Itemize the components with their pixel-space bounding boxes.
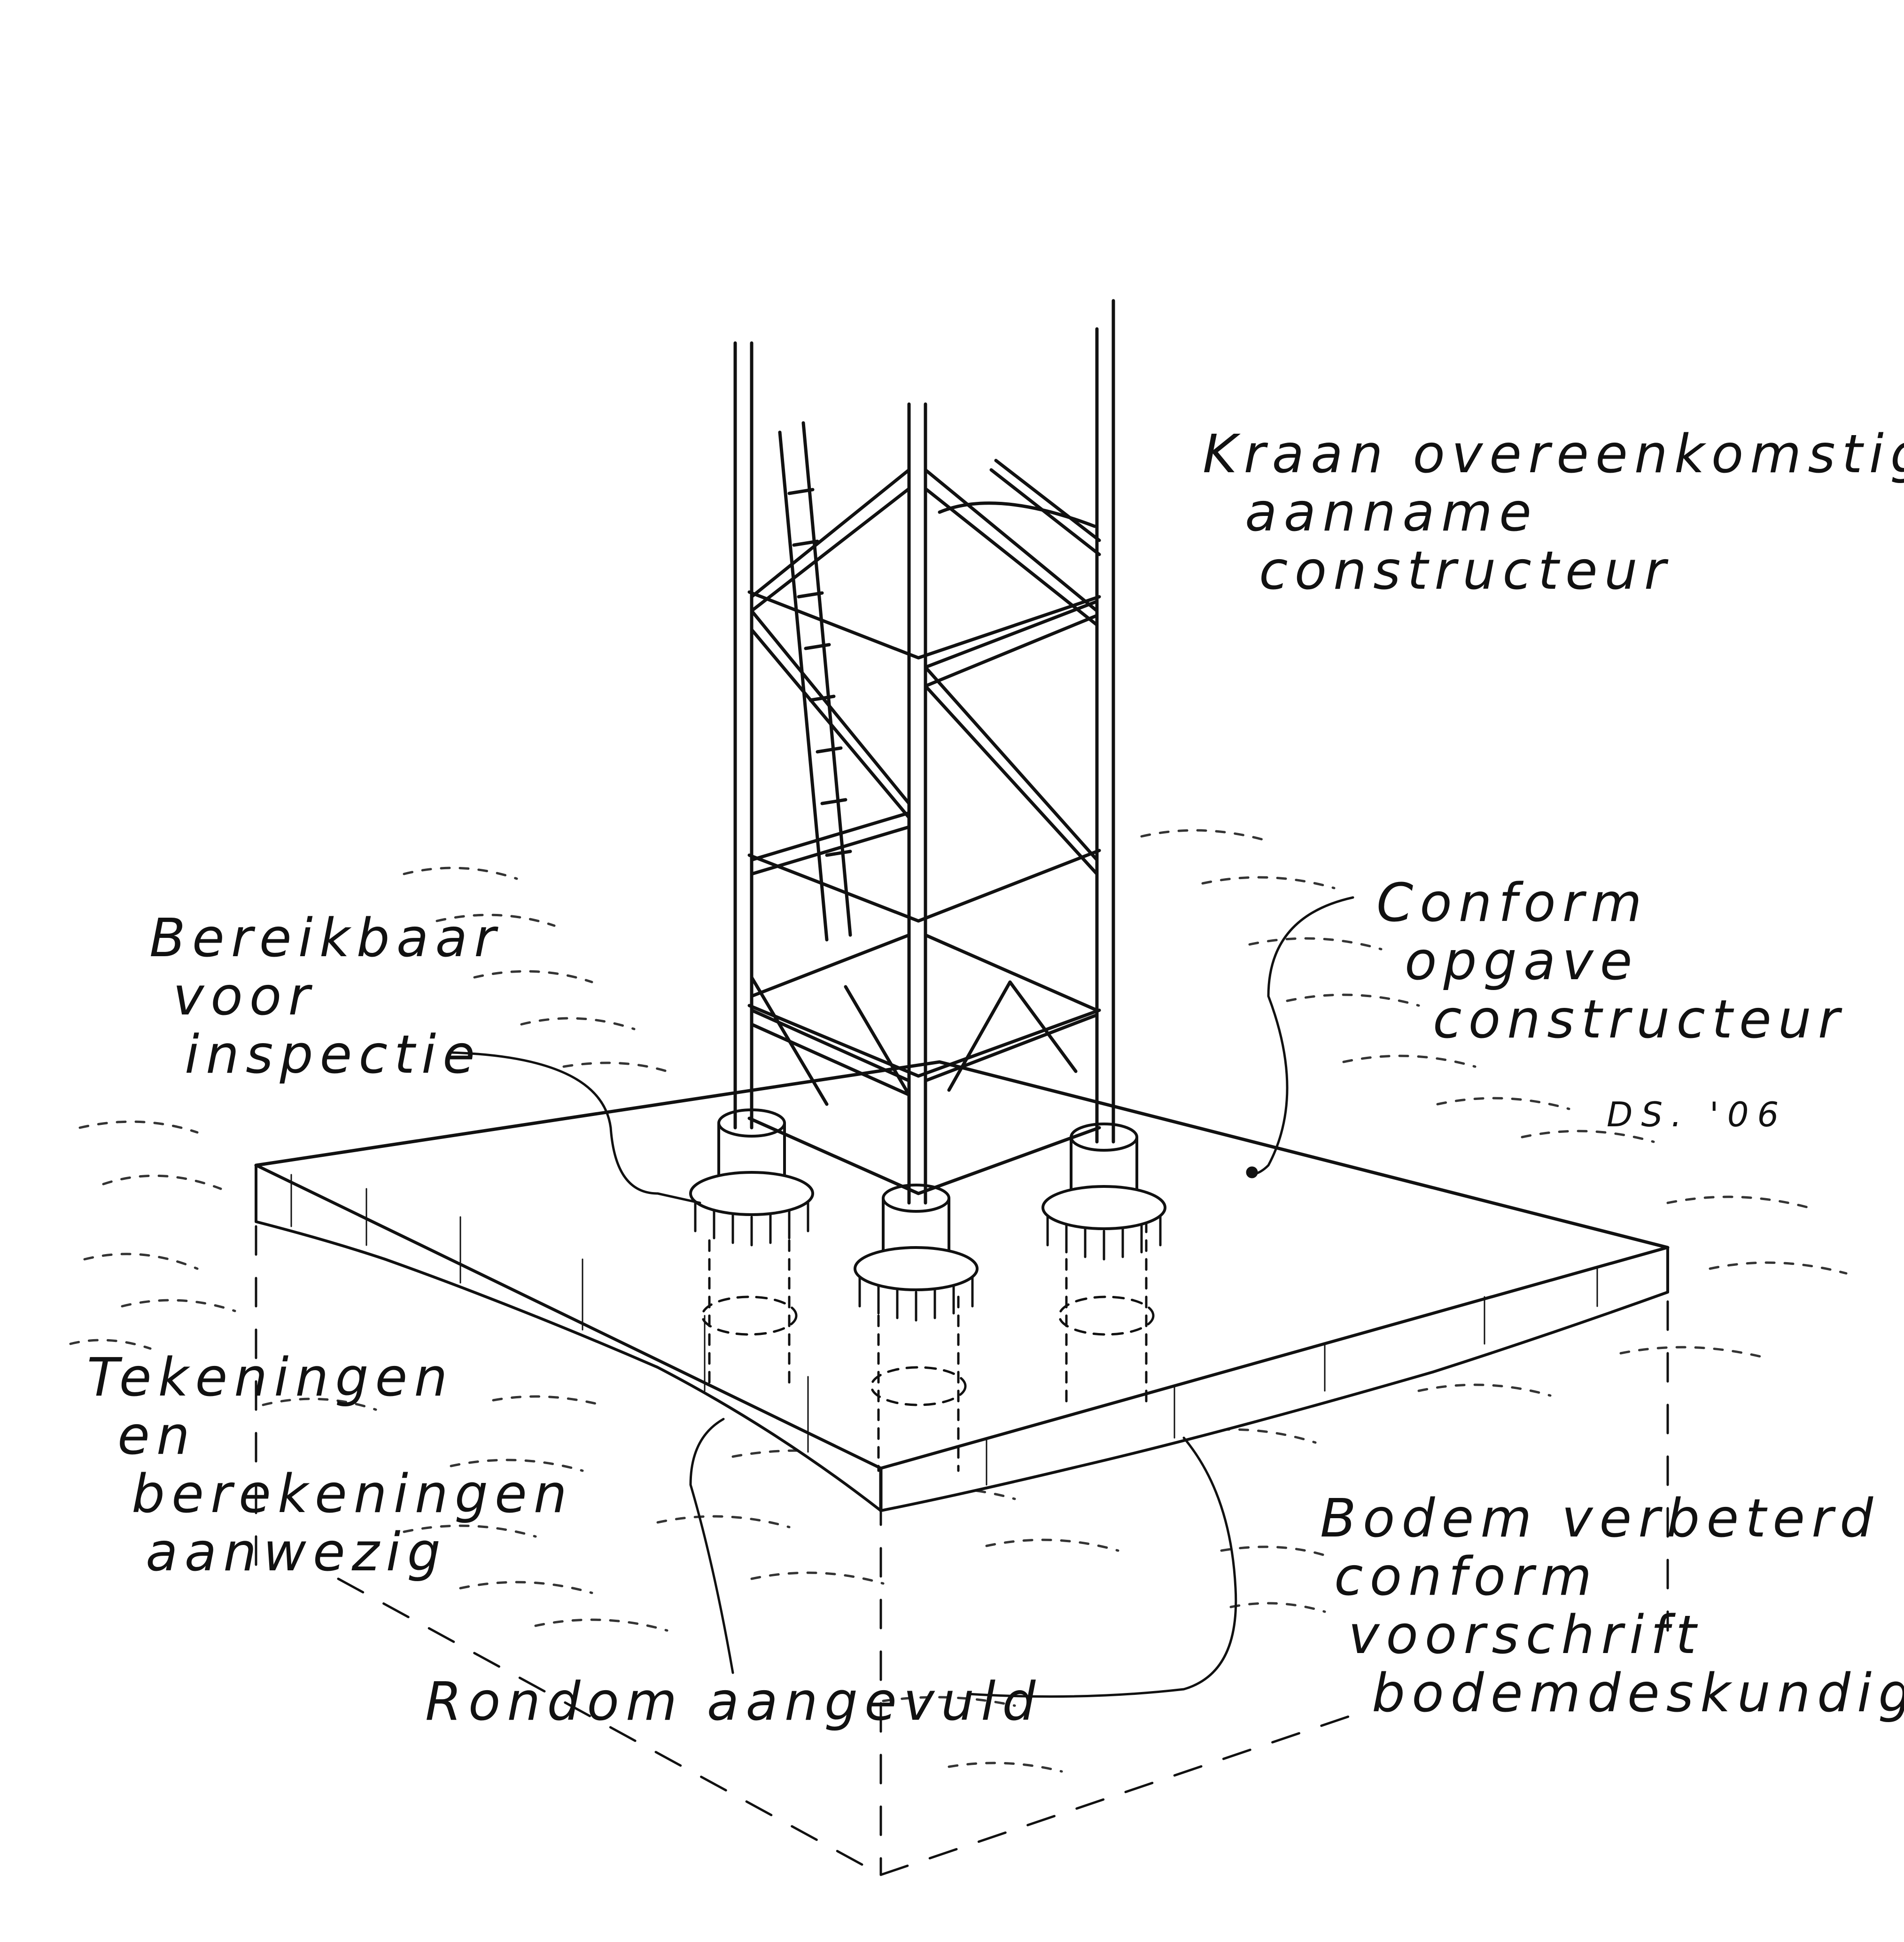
lattice-mast <box>733 299 1115 1205</box>
soil-note: Bodem verbeterd conform voorschrift bode… <box>1320 1490 1904 1723</box>
soil-note-line: conform <box>1334 1546 1599 1607</box>
inspection-note: Bereikbaar voor inspectie <box>149 909 502 1084</box>
constructor-note: Conform opgave constructeur <box>1376 874 1846 1049</box>
drawings-note: Tekeningen en berekeningen aanwezig <box>87 1349 574 1582</box>
inspection-note-line: Bereikbaar <box>149 908 503 969</box>
constructor-note-line: Conform <box>1376 873 1648 934</box>
crane-note-line: Kraan overeenkomstig <box>1203 424 1904 485</box>
soil-note-line: Bodem verbeterd <box>1320 1488 1880 1549</box>
inspection-note-line: voor <box>173 966 317 1027</box>
crane-note: Kraan overeenkomstig aanname constructeu… <box>1203 425 1904 600</box>
excavation-outline <box>255 1173 1669 1876</box>
constructor-note-line: opgave <box>1405 931 1639 992</box>
drawings-note-line: Tekeningen <box>87 1347 454 1408</box>
crane-note-line: constructeur <box>1259 540 1672 601</box>
soil-note-line: voorschrift <box>1348 1605 1703 1666</box>
drawings-note-line: berekeningen <box>132 1464 574 1525</box>
crane-note-line: aanname <box>1245 482 1538 543</box>
backfill-note: Rondom aangevuld <box>425 1671 1042 1732</box>
signature: DS. '06 <box>1607 1095 1787 1134</box>
inspection-note-line: inspectie <box>185 1024 482 1085</box>
drawings-note-line: en <box>117 1405 196 1466</box>
constructor-note-line: constructeur <box>1433 989 1846 1050</box>
anchor-bolts <box>694 1201 1162 1322</box>
anchor-cylinders <box>701 1220 1155 1472</box>
base-plates <box>689 1108 1166 1291</box>
drawings-note-line: aanwezig <box>146 1522 447 1583</box>
leader-lines <box>450 896 1354 1698</box>
soil-note-line: bodemdeskundige <box>1372 1663 1904 1724</box>
